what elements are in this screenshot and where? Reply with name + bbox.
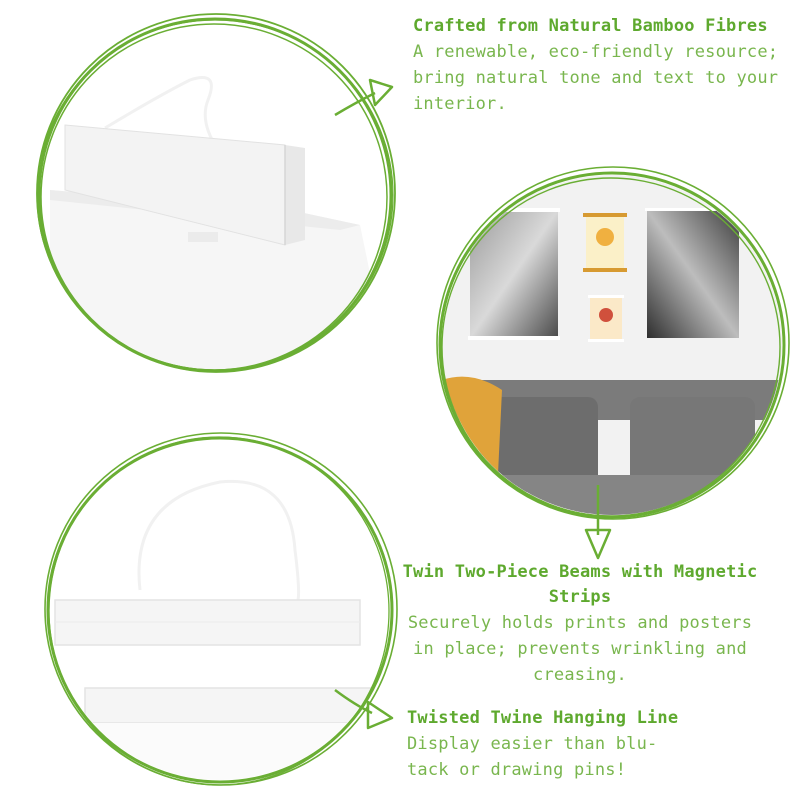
room-scene-image (442, 175, 782, 515)
feature-bamboo: Crafted from Natural Bamboo Fibres A ren… (413, 14, 793, 117)
feature-description: Display easier than blu-tack or drawing … (407, 734, 658, 780)
arrow-icon (584, 485, 612, 560)
feature-description: A renewable, eco-friendly resource; brin… (413, 42, 779, 114)
beam-closeup-image (40, 20, 390, 370)
arrow-icon (334, 78, 394, 117)
feature-beams: Twin Two-Piece Beams with Magnetic Strip… (400, 560, 760, 688)
feature-title: Twisted Twine Hanging Line (407, 708, 679, 728)
circle-outline (436, 166, 790, 520)
feature-title: Twin Two-Piece Beams with Magnetic Strip… (402, 562, 758, 607)
feature-title: Crafted from Natural Bamboo Fibres (413, 16, 768, 36)
circle-outline (44, 432, 398, 786)
feature-description: Securely holds prints and posters in pla… (407, 613, 753, 685)
circle-outline (36, 13, 396, 373)
arrow-icon (334, 688, 394, 730)
feature-twine: Twisted Twine Hanging Line Display easie… (407, 706, 787, 783)
